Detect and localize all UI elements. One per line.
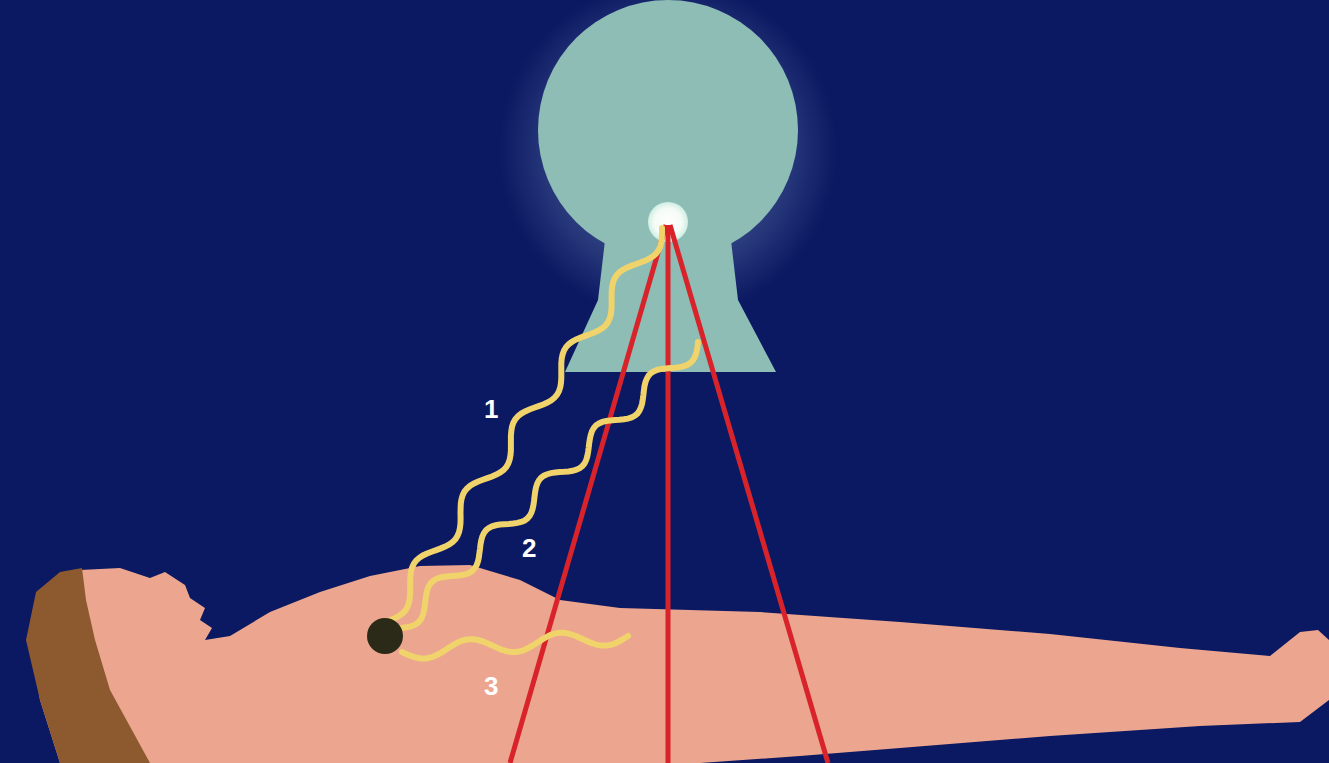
scatter-ray [402, 633, 628, 659]
callout-number: 1 [484, 396, 498, 422]
callout-number: 2 [522, 535, 536, 561]
x-ray-beam [510, 225, 828, 763]
callout-number: 3 [484, 673, 498, 699]
scatter-point [367, 618, 403, 654]
hair [26, 568, 150, 763]
scatter-ray [385, 228, 662, 622]
patient-body [30, 565, 1329, 763]
scatter-radiation [385, 228, 698, 658]
scatter-ray [398, 342, 698, 628]
